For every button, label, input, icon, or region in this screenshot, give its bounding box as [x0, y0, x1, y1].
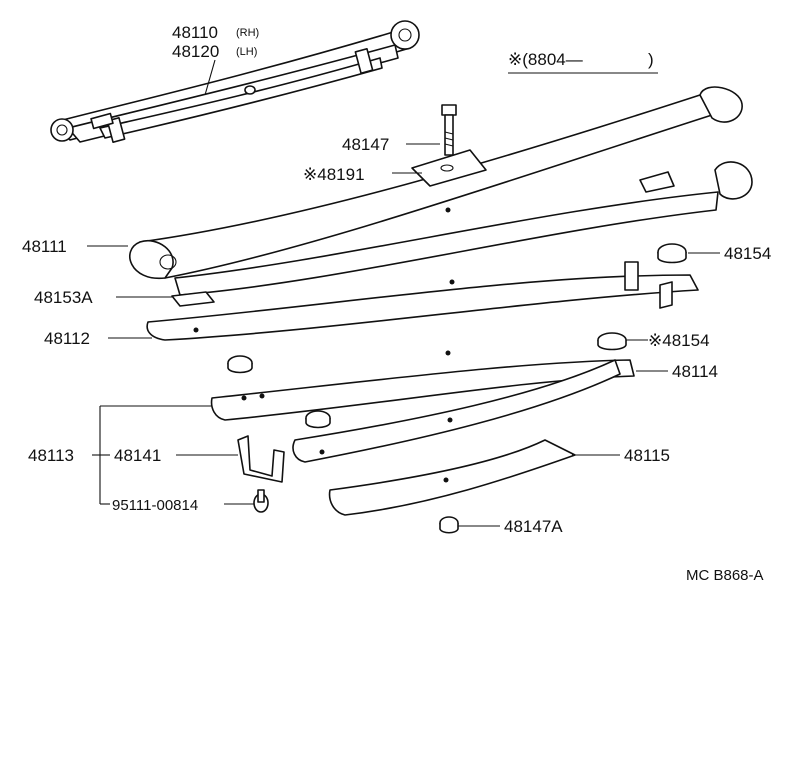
- label-date-range: ※(8804—: [508, 50, 583, 69]
- label-48113: 48113: [28, 446, 74, 465]
- label-48147A: 48147A: [504, 517, 563, 536]
- nut-48147A: [439, 516, 459, 534]
- pad-unlabeled-left: [227, 355, 253, 374]
- rivet-95111-00814: [253, 489, 269, 513]
- pad-48154-mid: [597, 332, 627, 351]
- label-48110-side: (RH): [236, 27, 259, 39]
- label-48110: 48110: [172, 23, 218, 42]
- plate-48191: [411, 149, 487, 187]
- leaf-spring-assembly: [50, 20, 420, 143]
- pad-48153A: [171, 291, 215, 307]
- part-labels: 48110 (RH) 48120 (LH) ※(8804— ) 48147 ※4…: [22, 23, 771, 584]
- leaf-48114: [292, 359, 621, 463]
- label-date-range-close: ): [648, 50, 654, 69]
- label-48191: ※48191: [303, 165, 365, 184]
- label-95111-00814: 95111-00814: [112, 497, 198, 514]
- label-48147: 48147: [342, 135, 389, 154]
- leaf-48115: [328, 439, 576, 516]
- pad-48154-top: [657, 243, 687, 264]
- label-48112: 48112: [44, 329, 90, 348]
- label-48120: 48120: [172, 42, 219, 61]
- label-48111: 48111: [22, 237, 67, 256]
- pad-unlabeled-center: [305, 410, 331, 429]
- leader-lines: [87, 59, 720, 527]
- diagram-code: MC B868-A: [686, 567, 764, 584]
- label-48115: 48115: [624, 446, 670, 465]
- label-48114: 48114: [672, 362, 718, 381]
- label-48141: 48141: [114, 446, 161, 465]
- clip-48141: [237, 435, 285, 483]
- label-48154-mid: ※48154: [648, 331, 710, 350]
- bolt-48147: [441, 104, 457, 156]
- leaf-48112: [146, 261, 699, 356]
- label-48154-top: 48154: [724, 244, 771, 263]
- label-48120-side: (LH): [236, 46, 257, 58]
- label-48153A: 48153A: [34, 288, 93, 307]
- main-leaf-48111: [129, 86, 753, 296]
